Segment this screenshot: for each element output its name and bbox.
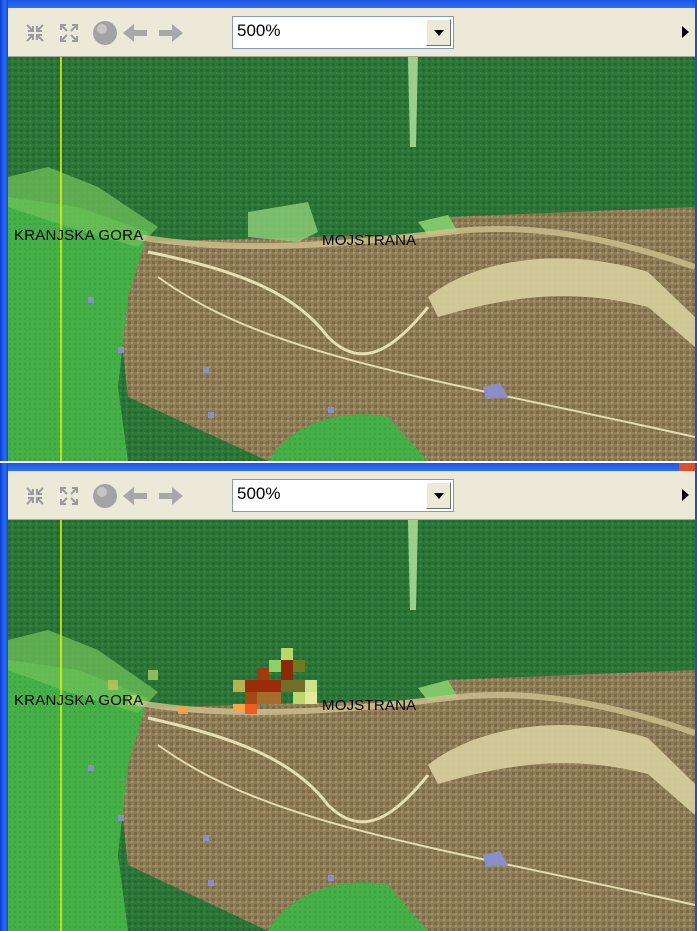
zoom-in-icon[interactable] xyxy=(22,20,48,46)
more-arrow-icon xyxy=(681,26,689,38)
close-button-fragment[interactable] xyxy=(679,463,697,471)
window-frame-left xyxy=(0,0,8,461)
forward-arrow-icon[interactable] xyxy=(158,483,184,509)
zoom-dropdown-button[interactable] xyxy=(426,482,451,509)
back-arrow-icon[interactable] xyxy=(122,483,148,509)
zoom-level-select[interactable]: 500% xyxy=(232,16,454,49)
map-toolbar: 500% xyxy=(8,8,695,57)
toolbar-more-button[interactable] xyxy=(679,485,691,505)
zoom-out-icon[interactable] xyxy=(56,483,82,509)
window-frame-left xyxy=(0,463,8,931)
hotspot-overlay xyxy=(108,648,317,714)
map-window-before: 500% xyxy=(0,0,697,461)
window-title-bar[interactable] xyxy=(0,463,697,471)
land-cover-map xyxy=(8,57,695,461)
window-frame-right xyxy=(695,463,697,931)
zoom-out-icon[interactable] xyxy=(56,20,82,46)
globe-icon[interactable] xyxy=(92,483,118,509)
more-arrow-icon xyxy=(681,489,689,501)
zoom-in-icon[interactable] xyxy=(22,483,48,509)
window-title-bar[interactable] xyxy=(0,0,697,8)
town-label-kranjska-gora: KRANJSKA GORA xyxy=(14,227,144,244)
dropdown-arrow-icon xyxy=(433,492,444,499)
map-toolbar: 500% xyxy=(8,471,695,520)
map-view[interactable]: KRANJSKA GORA MOJSTRANA xyxy=(8,57,695,461)
zoom-dropdown-button[interactable] xyxy=(426,19,451,46)
town-label-kranjska-gora: KRANJSKA GORA xyxy=(14,692,144,709)
map-view[interactable]: KRANJSKA GORA MOJSTRANA xyxy=(8,520,695,931)
zoom-level-value: 500% xyxy=(237,484,281,503)
zoom-level-select[interactable]: 500% xyxy=(232,479,454,512)
map-window-after: 500% xyxy=(0,463,697,931)
town-label-mojstrana: MOJSTRANA xyxy=(322,232,417,249)
dropdown-arrow-icon xyxy=(433,29,444,36)
globe-icon[interactable] xyxy=(92,20,118,46)
forward-arrow-icon[interactable] xyxy=(158,20,184,46)
land-cover-map-with-overlay xyxy=(8,520,695,931)
back-arrow-icon[interactable] xyxy=(122,20,148,46)
window-frame-right xyxy=(695,0,697,461)
town-label-mojstrana: MOJSTRANA xyxy=(322,697,417,714)
toolbar-more-button[interactable] xyxy=(679,22,691,42)
zoom-level-value: 500% xyxy=(237,21,281,40)
